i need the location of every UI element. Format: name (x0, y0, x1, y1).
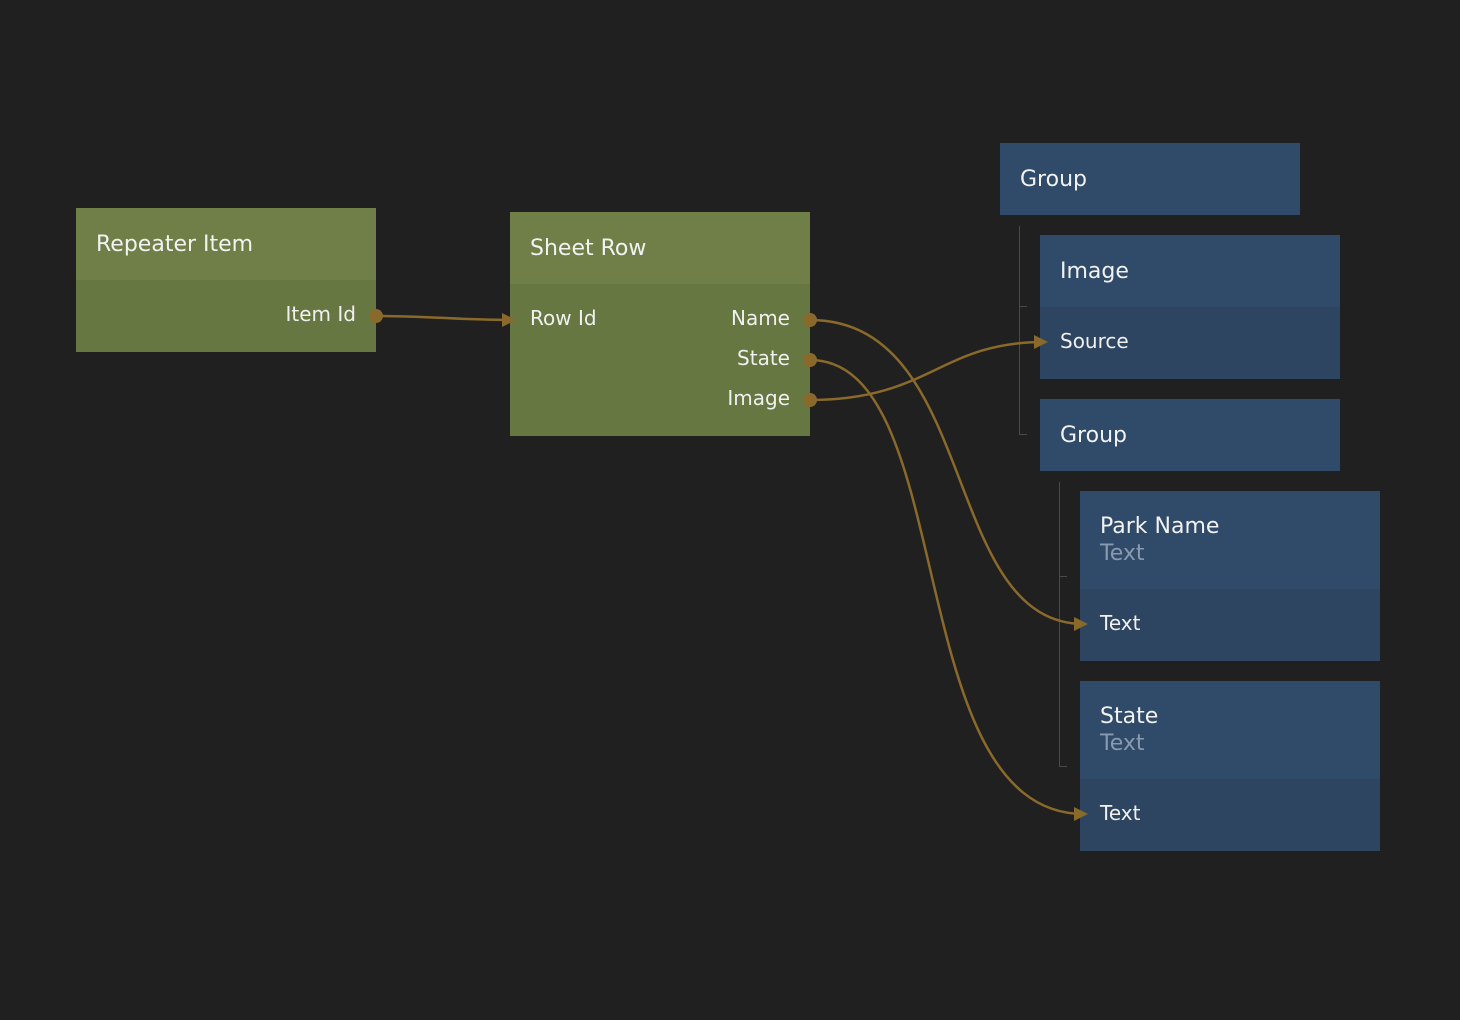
node-type-label: Text (1100, 541, 1145, 566)
hierarchy-tick (1059, 766, 1067, 767)
node-header[interactable]: Group (1000, 143, 1300, 215)
node-ports: Item Id (76, 280, 376, 352)
hierarchy-line (1019, 226, 1020, 435)
node-ports: Source (1040, 307, 1340, 379)
node-title: Group (1060, 422, 1127, 448)
output-port-name[interactable]: Name (730, 306, 790, 330)
node-type-label: Text (1100, 731, 1145, 756)
output-port-item-id[interactable]: Item Id (285, 302, 356, 326)
input-port-source[interactable]: Source (1060, 329, 1129, 353)
hierarchy-tick (1019, 306, 1027, 307)
node-title: Image (1060, 258, 1129, 284)
repeater-item-node[interactable]: Repeater Item Item Id (76, 208, 376, 352)
group-child-node[interactable]: Group (1040, 399, 1340, 471)
node-title: Sheet Row (530, 235, 647, 261)
node-header[interactable]: State Text (1080, 681, 1380, 779)
node-title: Repeater Item (96, 231, 254, 257)
output-port-image[interactable]: Image (727, 386, 790, 410)
image-node[interactable]: Image Source (1040, 235, 1340, 379)
park-name-text-node[interactable]: Park Name Text Text (1080, 491, 1380, 661)
state-text-node[interactable]: State Text Text (1080, 681, 1380, 851)
input-port-row-id[interactable]: Row Id (530, 306, 597, 330)
wire-image-to-source[interactable] (809, 340, 1045, 402)
node-header[interactable]: Park Name Text (1080, 491, 1380, 589)
output-port-state[interactable]: State (737, 346, 790, 370)
node-header[interactable]: Image (1040, 235, 1340, 307)
group-root-node[interactable]: Group (1000, 143, 1300, 215)
wire-itemid-to-rowid[interactable] (375, 314, 513, 322)
node-ports: Text (1080, 779, 1380, 851)
input-port-text[interactable]: Text (1100, 801, 1141, 825)
hierarchy-tick (1059, 576, 1067, 577)
node-header[interactable]: Repeater Item (76, 208, 376, 280)
input-port-text[interactable]: Text (1100, 611, 1141, 635)
node-title: State (1100, 704, 1159, 729)
sheet-row-node[interactable]: Sheet Row Row Id Name State Image (510, 212, 810, 436)
hierarchy-line (1059, 482, 1060, 766)
node-title: Group (1020, 166, 1087, 192)
node-header[interactable]: Group (1040, 399, 1340, 471)
node-title: Park Name (1100, 514, 1220, 539)
hierarchy-tick (1019, 434, 1027, 435)
node-ports: Text (1080, 589, 1380, 661)
node-ports: Row Id Name State Image (510, 284, 810, 436)
node-header[interactable]: Sheet Row (510, 212, 810, 284)
